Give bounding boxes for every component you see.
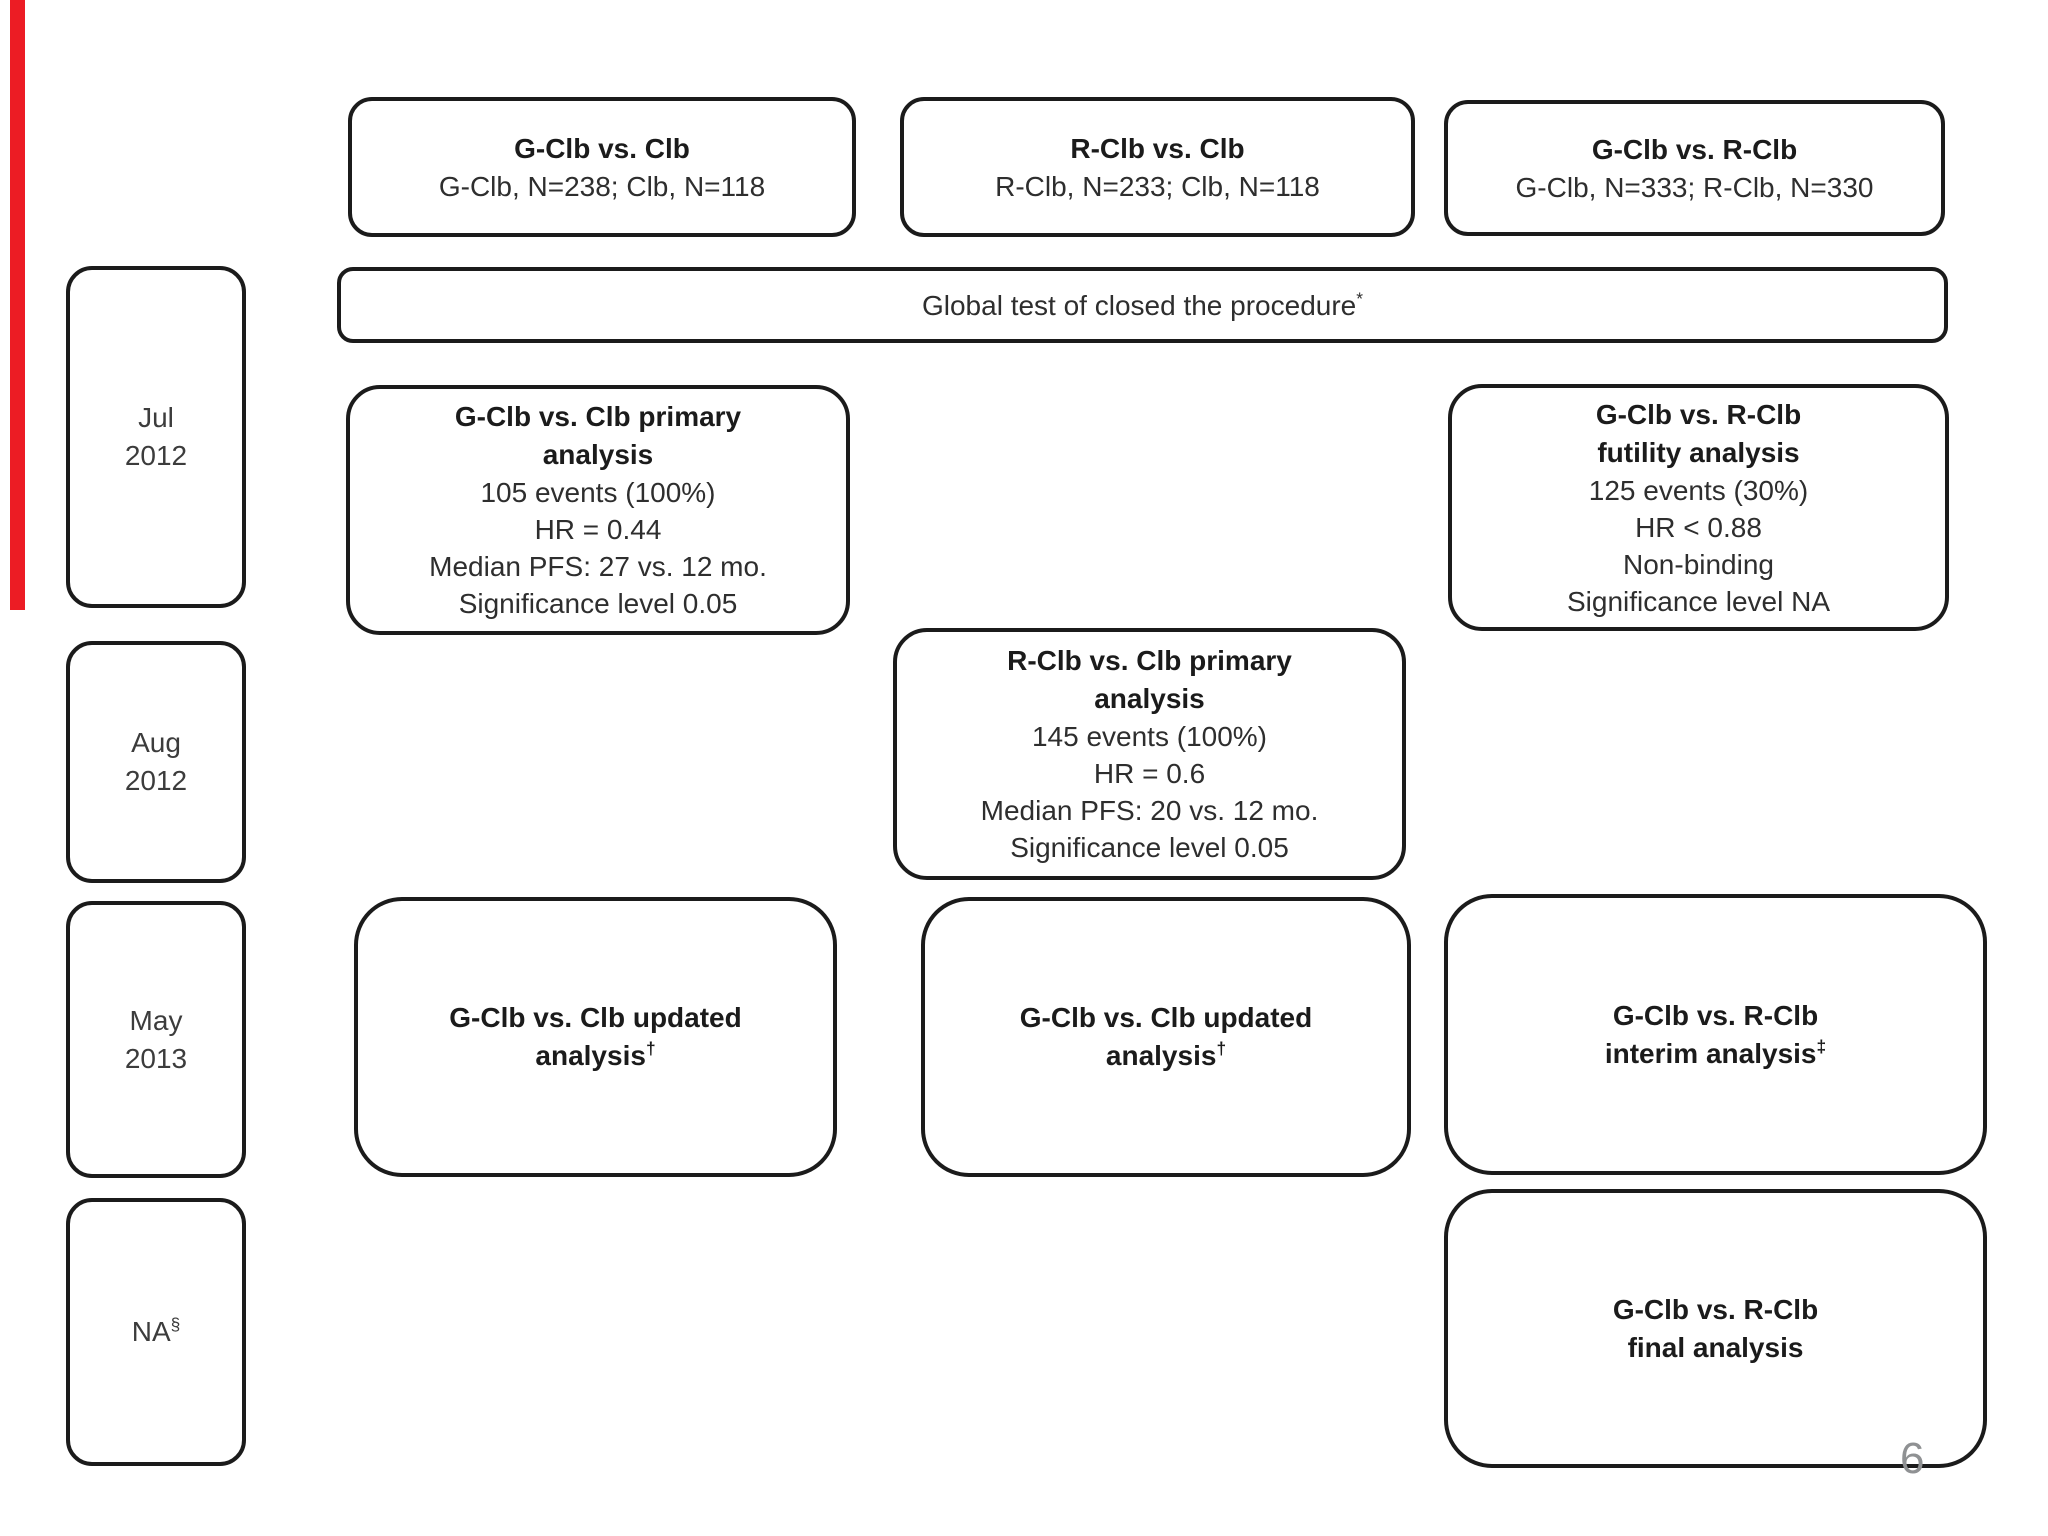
gclb-rclb-futility-analysis-box: G-Clb vs. R-Clb futility analysis 125 ev… — [1448, 384, 1949, 631]
analysis-detail: Non-binding — [1623, 548, 1774, 580]
header-title: G-Clb vs. R-Clb — [1591, 133, 1798, 165]
comparison-header-gclb-rclb: G-Clb vs. R-Clb G-Clb, N=333; R-Clb, N=3… — [1444, 100, 1945, 236]
gclb-clb-updated-analysis-box-2: G-Clb vs. Clb updated analysis† — [921, 897, 1411, 1177]
global-test-bar: Global test of closed the procedure* — [337, 267, 1948, 343]
analysis-title: G-Clb vs. R-Clb — [1612, 1293, 1819, 1325]
analysis-detail: Median PFS: 27 vs. 12 mo. — [429, 551, 767, 582]
timeline-month: May — [129, 1004, 183, 1036]
header-subtitle: G-Clb, N=238; Clb, N=118 — [438, 170, 766, 202]
timeline-may-2013: May 2013 — [66, 901, 246, 1178]
analysis-detail: Significance level NA — [1566, 585, 1831, 617]
timeline-aug-2012: Aug 2012 — [66, 641, 246, 883]
comparison-header-rclb-clb: R-Clb vs. Clb R-Clb, N=233; Clb, N=118 — [900, 97, 1415, 237]
timeline-year: 2012 — [124, 440, 188, 471]
analysis-title: analysis† — [535, 1038, 656, 1071]
dagger-footnote-mark: † — [1216, 1038, 1227, 1059]
analysis-detail: Significance level 0.05 — [1010, 832, 1289, 863]
analysis-detail: 125 events (30%) — [1588, 474, 1809, 506]
analysis-detail: Significance level 0.05 — [458, 588, 738, 619]
timeline-na: NA§ — [66, 1198, 246, 1466]
header-subtitle: G-Clb, N=333; R-Clb, N=330 — [1515, 171, 1874, 203]
analysis-title: analysis — [542, 439, 654, 470]
analysis-title: analysis† — [1105, 1038, 1227, 1071]
timeline-month: Aug — [131, 727, 181, 758]
analysis-detail: 145 events (100%) — [1031, 721, 1268, 752]
double-dagger-footnote-mark: ‡ — [1816, 1036, 1827, 1057]
analysis-detail: Median PFS: 20 vs. 12 mo. — [980, 795, 1319, 826]
analysis-title: G-Clb vs. Clb updated — [1019, 1002, 1313, 1033]
analysis-title: interim analysis‡ — [1604, 1036, 1827, 1069]
rclb-clb-primary-analysis-box: R-Clb vs. Clb primary analysis 145 event… — [893, 628, 1406, 880]
analysis-title: G-Clb vs. Clb updated — [449, 1002, 742, 1033]
timeline-jul-2012: Jul 2012 — [66, 266, 246, 608]
dagger-footnote-mark: † — [645, 1038, 656, 1059]
analysis-detail: 105 events (100%) — [480, 477, 716, 508]
section-footnote-mark: § — [170, 1314, 181, 1335]
global-test-label: Global test of closed the procedure* — [921, 288, 1364, 321]
page-number: 6 — [1900, 1434, 1925, 1483]
header-title: G-Clb vs. Clb — [514, 132, 690, 164]
analysis-title: G-Clb vs. Clb primary — [454, 401, 742, 432]
timeline-year: 2013 — [124, 1042, 188, 1074]
timeline-month: Jul — [138, 402, 174, 433]
timeline-na-label: NA§ — [131, 1314, 181, 1347]
asterisk-footnote-mark: * — [1356, 288, 1364, 309]
analysis-title: futility analysis — [1597, 436, 1800, 468]
comparison-header-gclb-clb: G-Clb vs. Clb G-Clb, N=238; Clb, N=118 — [348, 97, 856, 237]
analysis-detail: HR < 0.88 — [1635, 511, 1762, 543]
gclb-rclb-interim-analysis-box: G-Clb vs. R-Clb interim analysis‡ — [1444, 894, 1987, 1175]
gclb-clb-updated-analysis-box-1: G-Clb vs. Clb updated analysis† — [354, 897, 837, 1177]
gclb-rclb-final-analysis-box: G-Clb vs. R-Clb final analysis — [1444, 1189, 1987, 1468]
analysis-title: analysis — [1094, 683, 1205, 714]
analysis-title: final analysis — [1627, 1331, 1804, 1363]
analysis-detail: HR = 0.6 — [1093, 758, 1206, 789]
red-accent-bar — [10, 0, 25, 610]
analysis-title: G-Clb vs. R-Clb — [1595, 398, 1802, 430]
analysis-title: G-Clb vs. R-Clb — [1612, 999, 1819, 1031]
timeline-year: 2012 — [124, 765, 188, 796]
header-subtitle: R-Clb, N=233; Clb, N=118 — [995, 170, 1320, 202]
analysis-detail: HR = 0.44 — [534, 514, 662, 545]
gclb-clb-primary-analysis-box: G-Clb vs. Clb primary analysis 105 event… — [346, 385, 850, 635]
header-title: R-Clb vs. Clb — [1070, 132, 1245, 164]
analysis-title: R-Clb vs. Clb primary — [1007, 645, 1292, 676]
